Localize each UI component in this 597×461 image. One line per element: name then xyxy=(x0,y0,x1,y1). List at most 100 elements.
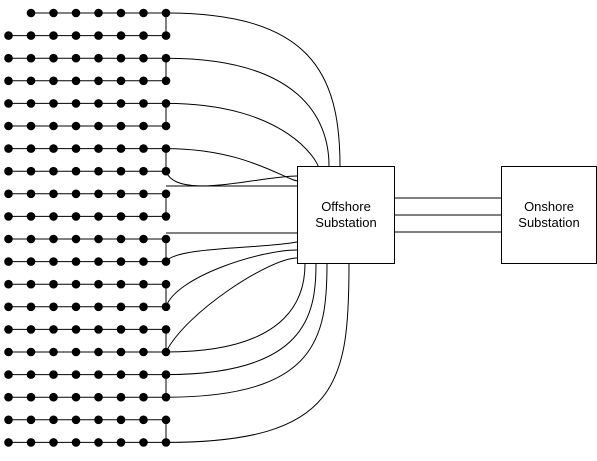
wind-turbine xyxy=(116,53,126,63)
array-cable xyxy=(165,263,306,353)
wind-turbine xyxy=(4,121,13,131)
wind-turbine xyxy=(94,370,103,379)
array-cable xyxy=(165,241,298,262)
wind-turbine xyxy=(49,166,58,176)
wind-turbine xyxy=(161,99,171,108)
wind-turbine xyxy=(161,234,171,244)
wind-turbine xyxy=(71,121,81,131)
wind-turbine xyxy=(49,189,58,199)
wind-turbine xyxy=(26,370,36,379)
wind-turbine xyxy=(26,302,36,312)
wind-turbine xyxy=(161,302,171,312)
wind-turbine xyxy=(116,8,126,18)
array-cable xyxy=(165,263,317,376)
array-cable xyxy=(165,102,319,167)
wind-turbine xyxy=(26,257,36,266)
wind-turbine xyxy=(94,392,103,402)
wind-turbine xyxy=(49,325,58,334)
wind-turbine xyxy=(71,257,81,266)
wind-turbine xyxy=(94,325,103,334)
wind-turbine xyxy=(116,392,126,402)
wind-turbine xyxy=(116,31,126,40)
wind-turbine xyxy=(161,325,171,334)
wind-turbine xyxy=(116,76,126,86)
wind-turbine xyxy=(71,31,81,40)
wind-turbine xyxy=(49,279,58,289)
wind-turbine xyxy=(71,76,81,86)
wind-turbine xyxy=(161,415,171,425)
wind-turbine xyxy=(26,144,36,153)
wind-turbine xyxy=(161,279,171,289)
wind-turbine xyxy=(71,189,81,199)
wind-turbine xyxy=(71,302,81,312)
wind-turbine xyxy=(49,257,58,266)
wind-turbine xyxy=(26,415,36,425)
wind-turbine xyxy=(161,438,171,447)
wind-turbine xyxy=(26,234,36,244)
wind-turbine xyxy=(139,415,148,425)
wind-turbine xyxy=(26,212,36,221)
wind-turbine xyxy=(94,53,103,63)
wind-turbine xyxy=(116,189,126,199)
wind-turbine xyxy=(4,325,13,334)
wind-turbine xyxy=(26,31,36,40)
wind-turbine xyxy=(26,189,36,199)
wind-turbine xyxy=(161,121,171,131)
onshore-label-line1: Onshore xyxy=(524,199,574,214)
array-cable xyxy=(165,263,350,443)
wind-turbine xyxy=(139,166,148,176)
wind-turbine xyxy=(139,31,148,40)
wind-turbine xyxy=(4,53,13,63)
wind-turbine xyxy=(161,392,171,402)
wind-turbine xyxy=(161,53,171,63)
wind-turbine xyxy=(4,257,13,266)
wind-turbine xyxy=(26,76,36,86)
wind-turbine xyxy=(71,325,81,334)
wind-turbine xyxy=(161,144,171,153)
wind-turbine xyxy=(161,370,171,379)
wind-turbine xyxy=(26,166,36,176)
offshore-label-line1: Offshore xyxy=(321,199,371,214)
wind-turbine xyxy=(4,166,13,176)
wind-turbine xyxy=(4,234,13,244)
wind-turbine xyxy=(4,415,13,425)
wind-turbine xyxy=(139,438,148,447)
wind-turbine xyxy=(26,53,36,63)
wind-turbine xyxy=(4,392,13,402)
wind-turbine xyxy=(71,347,81,357)
wind-turbine xyxy=(116,212,126,221)
wind-turbine xyxy=(49,144,58,153)
wind-turbine xyxy=(94,76,103,86)
wind-turbine xyxy=(49,31,58,40)
wind-turbine xyxy=(4,31,13,40)
wind-turbine xyxy=(161,76,171,86)
wind-turbine xyxy=(4,76,13,86)
wind-turbine xyxy=(116,279,126,289)
wind-turbine xyxy=(116,234,126,244)
wind-turbine xyxy=(94,166,103,176)
wind-turbine xyxy=(139,121,148,131)
wind-turbine xyxy=(49,370,58,379)
wind-turbine xyxy=(116,347,126,357)
wind-turbine xyxy=(49,121,58,131)
wind-turbine xyxy=(94,257,103,266)
array-cable xyxy=(165,249,298,307)
wind-turbine xyxy=(49,8,58,18)
array-cable xyxy=(165,263,328,398)
wind-turbine xyxy=(116,99,126,108)
wind-turbine xyxy=(139,257,148,266)
wind-turbine xyxy=(4,189,13,199)
wind-turbine xyxy=(26,325,36,334)
wind-turbine xyxy=(116,121,126,131)
wind-turbine xyxy=(26,438,36,447)
wind-turbine xyxy=(161,189,171,199)
wind-turbine xyxy=(116,166,126,176)
wind-turbine xyxy=(94,121,103,131)
wind-turbine xyxy=(71,370,81,379)
wind-turbine xyxy=(161,257,171,266)
wind-turbine xyxy=(116,438,126,447)
wind-turbine xyxy=(94,302,103,312)
wind-turbine xyxy=(94,438,103,447)
wind-turbine xyxy=(94,8,103,18)
wind-turbine xyxy=(49,53,58,63)
